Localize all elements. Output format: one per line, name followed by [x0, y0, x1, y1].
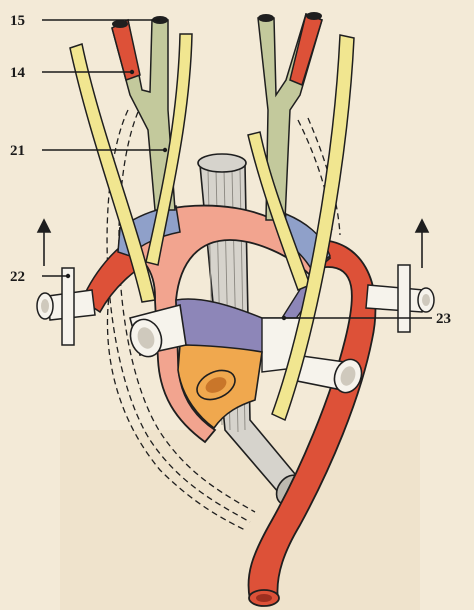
background-panel: [60, 430, 420, 610]
label-15: 15: [10, 13, 25, 29]
leader-14-dot: [130, 70, 134, 74]
label-21: 21: [10, 143, 25, 159]
leader-22-dot: [66, 274, 70, 278]
leader-23-dot: [282, 316, 286, 320]
aorta-lumen: [256, 594, 272, 602]
label-23: 23: [436, 311, 451, 327]
leader-21-dot: [163, 148, 167, 152]
label-14: 14: [10, 65, 26, 81]
leader-15-dot: [156, 18, 160, 22]
label-22: 22: [10, 269, 25, 285]
